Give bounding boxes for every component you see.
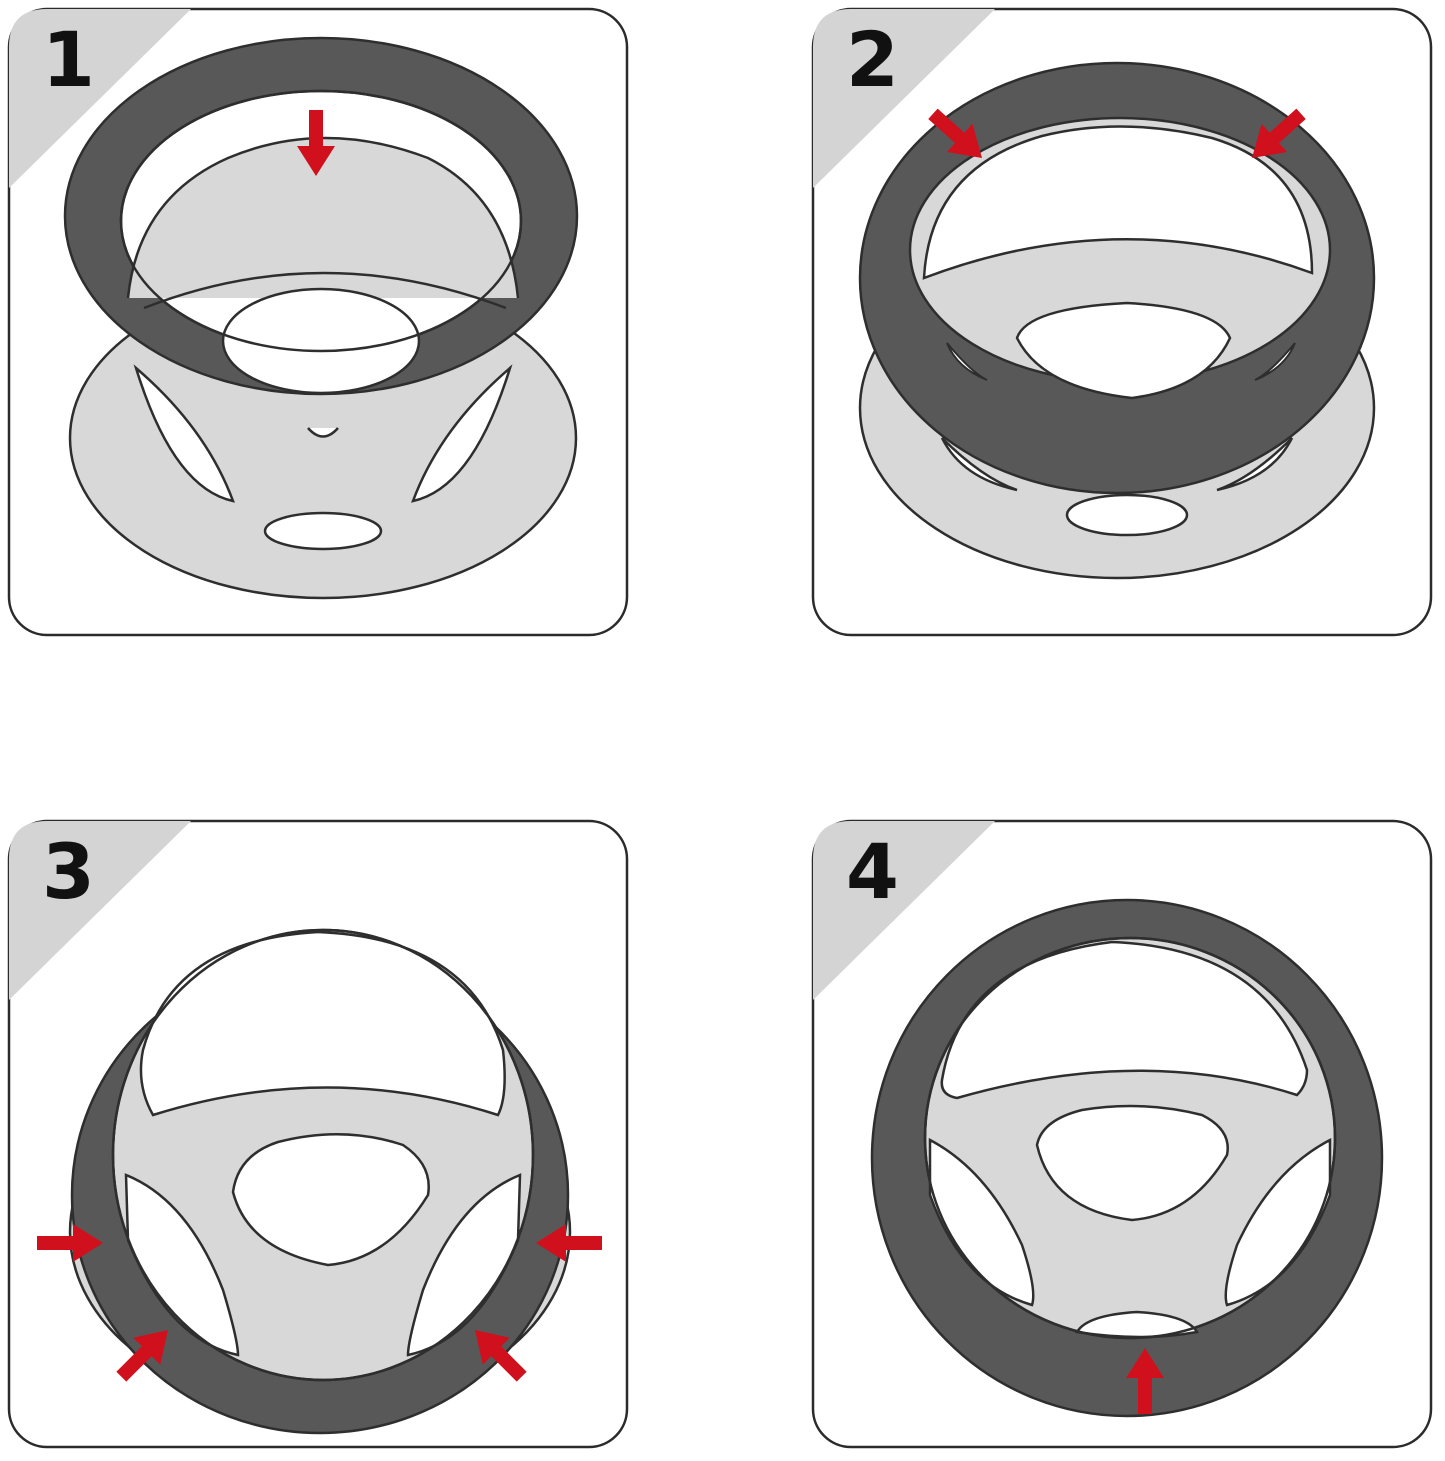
step-3-panel: 3: [7, 819, 629, 1449]
step-4-panel: 4: [811, 819, 1433, 1449]
step-number: 1: [42, 15, 95, 104]
step-number: 2: [846, 15, 899, 104]
steering-wheel-cover-slip-on-icon: [7, 7, 629, 637]
steering-wheel-cover-press-top-icon: [811, 7, 1433, 637]
step-1-panel: 1: [7, 7, 629, 637]
steering-wheel-cover-fit-bottom-icon: [811, 819, 1433, 1449]
steering-wheel-cover-press-sides-icon: [7, 819, 629, 1449]
step-2-panel: 2: [811, 7, 1433, 637]
step-number: 3: [42, 827, 95, 916]
step-number: 4: [846, 827, 899, 916]
